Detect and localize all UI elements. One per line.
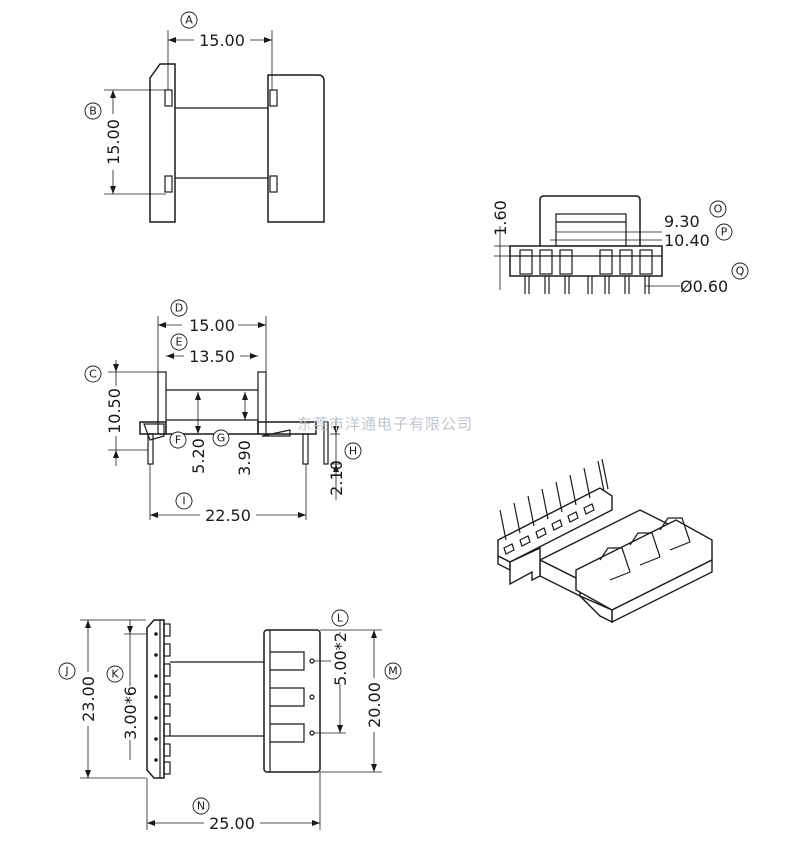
dim-slot-span: 20.00 xyxy=(365,682,384,728)
dim-front-inner-height: 3.90 xyxy=(235,440,254,476)
top-left-flange xyxy=(149,63,176,223)
marker-e-label: E xyxy=(176,336,183,349)
marker-l xyxy=(331,609,349,627)
marker-n xyxy=(192,797,210,815)
top-left-tab-lower xyxy=(164,175,173,193)
bottom-left-strip xyxy=(146,619,165,779)
bottom-left-pins xyxy=(154,632,158,762)
side-pin-slots xyxy=(519,249,653,275)
top-right-flange xyxy=(267,74,325,223)
dim-bottom-width: 25.00 xyxy=(209,814,255,833)
dim-top-height: 15.00 xyxy=(104,119,123,165)
dim-front-inner-width: 13.50 xyxy=(189,347,235,366)
marker-b-label: B xyxy=(89,105,97,118)
top-view: 15.00 A 15.00 B xyxy=(84,11,325,223)
dim-pin-length: 2.10 xyxy=(327,460,346,496)
marker-a-label: A xyxy=(185,14,193,27)
marker-d-label: D xyxy=(175,302,183,315)
top-right-tab-lower xyxy=(269,175,278,193)
bottom-view: 23.00 J 3.00*6 K 5.00*2 L 20.00 M xyxy=(58,609,402,833)
marker-o xyxy=(709,200,727,218)
marker-j xyxy=(58,662,76,680)
marker-k xyxy=(106,665,124,683)
bottom-right-block xyxy=(263,629,321,773)
marker-q-label: Q xyxy=(736,265,745,278)
top-left-tab-upper xyxy=(164,89,173,107)
marker-m xyxy=(384,662,402,680)
dim-side-inner: 9.30 xyxy=(664,212,700,231)
side-view: 1.60 9.30 O 10.40 P Ø0.60 Q xyxy=(491,195,749,296)
side-top-frame xyxy=(539,195,641,246)
marker-p xyxy=(715,223,733,241)
iso-left-pins xyxy=(499,458,609,541)
marker-c-label: C xyxy=(89,368,97,381)
side-pins xyxy=(524,276,650,294)
front-pin-left xyxy=(147,433,154,465)
front-view: 15.00 D 13.50 E 10.50 C 5.20 F G 3.90 xyxy=(84,299,362,525)
marker-g-label: G xyxy=(217,432,226,445)
marker-a xyxy=(180,11,198,29)
dim-slot-pitch: 5.00*2 xyxy=(331,632,350,686)
marker-m-label: M xyxy=(388,665,398,678)
dim-bottom-total-height: 23.00 xyxy=(79,676,98,722)
isometric-view xyxy=(497,458,713,624)
marker-c xyxy=(84,365,102,383)
marker-e xyxy=(170,333,188,351)
side-base xyxy=(509,245,663,277)
marker-d xyxy=(170,299,188,317)
marker-i-label: I xyxy=(182,495,185,508)
front-base xyxy=(139,421,317,435)
marker-n-label: N xyxy=(197,800,205,813)
dim-top-width: 15.00 xyxy=(199,31,245,50)
dim-pin-span: 22.50 xyxy=(205,506,251,525)
dim-front-outer-width: 15.00 xyxy=(189,316,235,335)
marker-p-label: P xyxy=(721,226,728,239)
marker-k-label: K xyxy=(111,668,119,681)
dim-front-height: 10.50 xyxy=(105,388,124,434)
dim-side-outer: 10.40 xyxy=(664,231,710,250)
marker-h-label: H xyxy=(349,445,357,458)
dim-side-small: 1.60 xyxy=(491,200,510,236)
marker-i xyxy=(175,492,193,510)
iso-slots xyxy=(599,517,691,581)
dim-front-base: 5.20 xyxy=(189,438,208,474)
marker-f-label: F xyxy=(175,434,181,447)
marker-g xyxy=(212,429,230,447)
front-left-flange xyxy=(157,371,167,435)
dim-pin-pitch: 3.00*6 xyxy=(121,686,140,740)
company-watermark: 东莞市洋通电子有限公司 xyxy=(297,415,473,433)
marker-o-label: O xyxy=(714,203,723,216)
front-pin-right xyxy=(302,433,309,465)
marker-h xyxy=(344,442,362,460)
front-right-flange xyxy=(257,371,267,435)
marker-q xyxy=(731,262,749,280)
marker-j-label: J xyxy=(64,665,68,678)
dim-pin-diameter: Ø0.60 xyxy=(680,277,728,296)
marker-l-label: L xyxy=(337,612,344,625)
marker-f xyxy=(169,431,187,449)
marker-b xyxy=(84,102,102,120)
top-right-tab-upper xyxy=(269,89,278,107)
